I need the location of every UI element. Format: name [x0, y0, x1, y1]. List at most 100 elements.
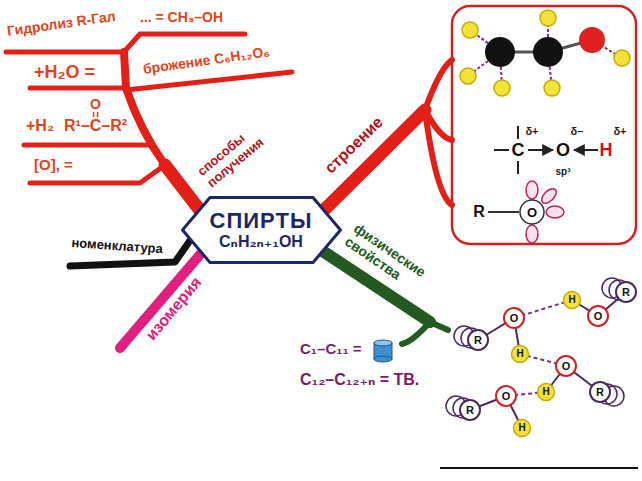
polar-bonds: [494, 126, 598, 174]
title-text: СПИРТЫ: [210, 208, 313, 233]
radical-circle: [616, 282, 636, 302]
branch-label-text: способы получения: [195, 113, 279, 191]
reaction-text-text: Гидролиз R-Гал: [6, 9, 116, 38]
radical-circle: [468, 330, 488, 350]
node-body: СПИРТЫCₙH₂ₙ₊₁OH: [210, 208, 313, 252]
hybridization-label: sp³: [556, 167, 571, 177]
hydrogen-ball: [544, 80, 560, 96]
diamond-outline: [182, 198, 340, 263]
red-branch: [165, 165, 202, 213]
hydrogen-ball: [540, 10, 556, 26]
red-branch: [30, 86, 126, 91]
atom-symbol: R: [596, 387, 604, 398]
covalent-bonds: [470, 292, 626, 428]
reaction-text: брожение C₆H₁₂O₆: [142, 44, 270, 76]
red-branch: [425, 110, 452, 205]
orbital-lobe: [526, 225, 538, 243]
atom-symbol: H: [568, 295, 575, 305]
atom-symbol: H: [600, 141, 613, 159]
oxygen-circle: [556, 356, 576, 376]
rule-line: [440, 467, 638, 469]
polar-bond-arrow: [574, 149, 598, 151]
formula-text-text: R¹–C–R²: [64, 118, 127, 134]
red-branch: [322, 110, 425, 212]
reaction-text-text: брожение C₆H₁₂O₆: [142, 44, 270, 76]
charge-label-text: δ+: [525, 126, 538, 137]
orbital-lobe: [546, 206, 564, 218]
atom-symbol-text: H: [568, 295, 575, 305]
orbital-lobe: [539, 186, 559, 206]
orbital-model: [488, 181, 564, 243]
atom-symbol-text: C: [512, 141, 525, 159]
carbon-ball: [485, 37, 515, 67]
property-text-text: C₁–C₁₁ =: [300, 341, 362, 356]
bond: [488, 211, 519, 213]
hydrogen-ball: [494, 80, 510, 96]
reaction-text-text: [O], =: [34, 157, 73, 172]
formula-text: CₙH₂ₙ₊₁OH: [210, 233, 313, 251]
radical-circles: [460, 282, 636, 420]
atom-symbol: R: [622, 287, 630, 298]
charge-label: δ–: [571, 126, 584, 137]
atom-symbol-text: R: [596, 387, 604, 398]
oxygen-atom: [520, 200, 544, 224]
hydrogen-bond-model: [446, 278, 636, 437]
red-branch: [6, 50, 124, 55]
pink-branch: [120, 250, 204, 348]
atom-symbol-text: H: [516, 349, 523, 359]
atom-symbol-text: O: [510, 313, 519, 324]
ball-model: [460, 10, 630, 96]
reaction-text-text: +H₂O =: [34, 63, 95, 81]
atom-symbol-text: R: [473, 204, 485, 220]
atom-symbol: R: [473, 204, 485, 220]
property-text: C₁₂–C₁₂₊ₙ = ТВ.: [300, 372, 419, 388]
bond: [517, 126, 519, 139]
formula-text: R¹–C–R²: [64, 118, 127, 134]
oxygen-circle: [496, 386, 516, 406]
atom-symbol: O: [556, 141, 570, 159]
beaker-bottom: [374, 356, 392, 362]
double-bond: [97, 112, 99, 117]
atom-symbol-text: O: [594, 311, 603, 322]
hydrogen-circle: [538, 384, 555, 401]
atom-symbol: H: [516, 349, 523, 359]
oxygen-circles: [496, 306, 608, 406]
atom-symbol-text: R: [622, 287, 630, 298]
title-diamond: СПИРТЫCₙH₂ₙ₊₁OH: [181, 196, 342, 264]
atom-symbol: O: [527, 206, 537, 219]
atom-symbol-text: R: [466, 405, 474, 416]
double-bond: [93, 112, 95, 117]
atom-symbol: O: [502, 391, 511, 402]
red-branch: [425, 60, 452, 110]
branch-label-text: номенклатура: [71, 236, 163, 255]
hydrogen-ball: [460, 68, 476, 84]
hydrogen-balls: [460, 10, 630, 96]
radical-circle: [460, 400, 480, 420]
branches: [6, 34, 452, 348]
atom-symbol-text: R: [474, 335, 482, 346]
reaction-text: ... = CH₃–OH: [140, 10, 223, 24]
carbon-ball: [533, 37, 563, 67]
property-text: C₁–C₁₁ =: [300, 341, 362, 356]
atom-symbol: O: [562, 361, 571, 372]
hydrogen-circle: [514, 420, 531, 437]
atom-symbol-text: H: [518, 423, 525, 433]
hydrogen-circle: [564, 292, 581, 309]
reaction-text: [O], =: [34, 157, 73, 172]
atom-symbol: O: [594, 311, 603, 322]
hydrogen-ball: [614, 50, 630, 66]
bonds: [468, 18, 622, 88]
atom-symbol: H: [518, 423, 525, 433]
orbital-lobe: [526, 181, 538, 199]
hybridization-label-text: sp³: [556, 167, 571, 177]
atom-symbol-text: O: [502, 391, 511, 402]
atom-symbol: C: [512, 141, 525, 159]
charge-label-text: δ–: [571, 126, 584, 137]
reaction-text: +H₂O =: [34, 63, 95, 81]
atom-symbol-text: H: [542, 387, 549, 397]
oxygen-circle: [504, 308, 524, 328]
atom-symbol-text: O: [90, 97, 101, 111]
polar-bond-arrow: [528, 149, 553, 151]
atom-symbol: O: [90, 97, 101, 111]
